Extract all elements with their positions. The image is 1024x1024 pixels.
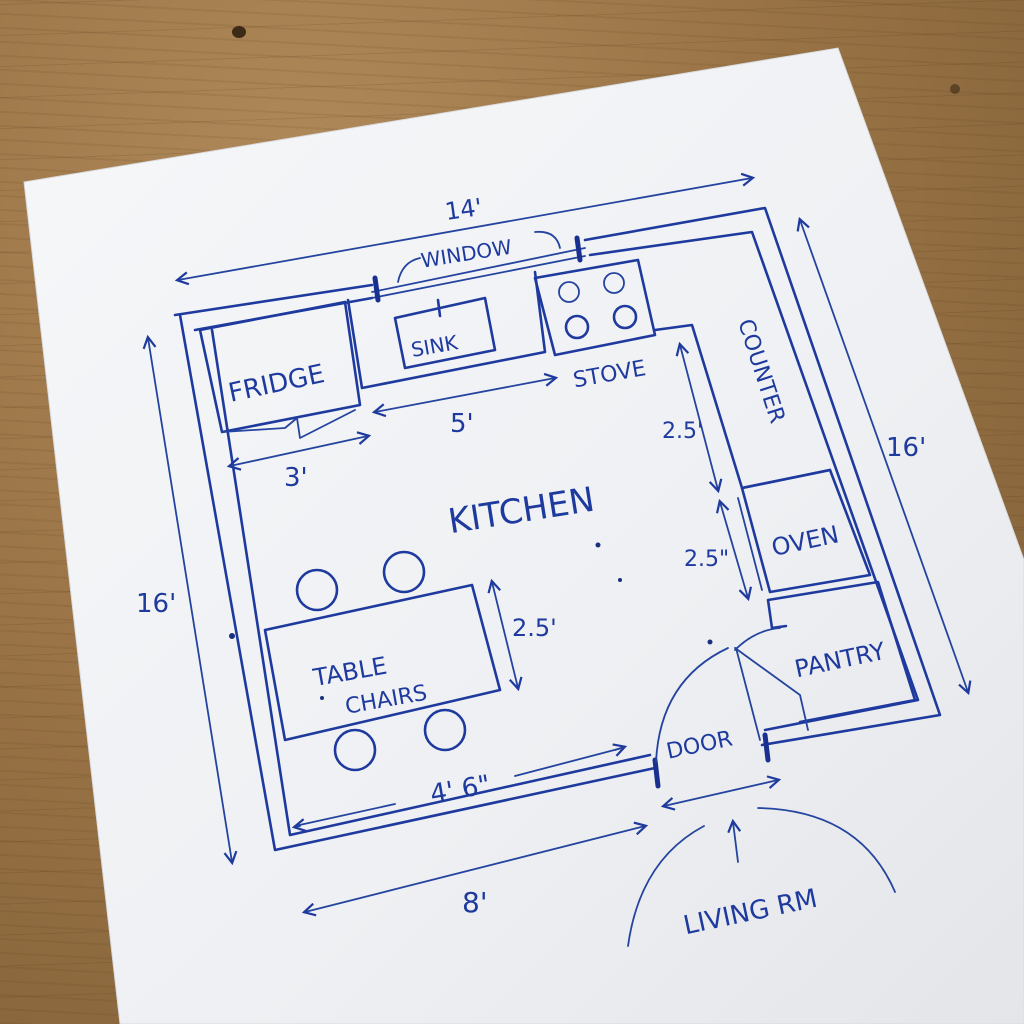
burner-icon	[558, 281, 580, 303]
dim-line-overall-width	[178, 178, 752, 280]
sink-basin	[393, 296, 497, 370]
door-jamb-right	[762, 732, 771, 763]
chair-icon	[423, 708, 467, 752]
arrow-to-door-icon	[733, 822, 738, 863]
dim-line-bottom-wall	[305, 826, 645, 912]
ink-speck	[320, 696, 324, 700]
pantry-door-swing	[734, 627, 781, 651]
paper-sheet	[23, 47, 1024, 1024]
dim-line-oven-depth	[720, 502, 748, 598]
sink-faucet	[436, 298, 442, 318]
dim-line-table-depth	[492, 582, 518, 688]
dim-line-fridge-to-stove	[375, 378, 555, 412]
wood-knot	[950, 84, 960, 94]
dim-line-right-depth	[800, 220, 968, 692]
top-counter	[346, 270, 547, 390]
door-leaf	[735, 647, 761, 741]
dim-oven-depth: 2.5"	[684, 547, 729, 572]
dim-fridge-to-stove: 5'	[450, 409, 474, 439]
ink-speck	[707, 639, 713, 645]
arrow-icon	[295, 826, 300, 827]
living-room-arc	[757, 807, 896, 893]
arrow-icon	[615, 747, 624, 750]
dim-left-depth: 16'	[136, 589, 176, 619]
window-leader	[534, 230, 561, 249]
dim-line-left-depth	[148, 338, 232, 862]
stove-top	[533, 258, 657, 357]
ink-speck	[595, 542, 601, 548]
chair-icon	[295, 568, 339, 612]
dim-line-door-width	[664, 780, 778, 806]
dim-line-fridge-width	[230, 436, 368, 466]
dim-overall-width: 14'	[443, 193, 484, 226]
wood-knot	[232, 26, 246, 38]
chair-icon	[382, 550, 426, 594]
ink-speck	[229, 633, 235, 639]
fridge-door-swing	[221, 409, 356, 439]
dim-line-clearance	[680, 345, 718, 490]
burner-icon	[564, 314, 590, 340]
dim-fridge-width: 3'	[284, 463, 308, 493]
living-room-arc	[627, 825, 705, 947]
door-jamb-left	[652, 757, 661, 789]
dim-table-depth: 2.5'	[512, 614, 557, 642]
dim-right-depth: 16'	[886, 433, 926, 463]
burner-icon	[603, 272, 625, 294]
ink-speck	[618, 578, 622, 582]
dim-bottom-wall: 8'	[462, 886, 488, 919]
window-jamb-right	[574, 235, 583, 263]
window-jamb-left	[372, 275, 381, 303]
window-glass	[371, 247, 586, 299]
window-leader	[397, 257, 421, 283]
dim-clearance: 2.5'	[662, 419, 703, 444]
burner-icon	[612, 304, 638, 330]
door-swing	[655, 647, 729, 763]
chair-icon	[333, 728, 377, 772]
